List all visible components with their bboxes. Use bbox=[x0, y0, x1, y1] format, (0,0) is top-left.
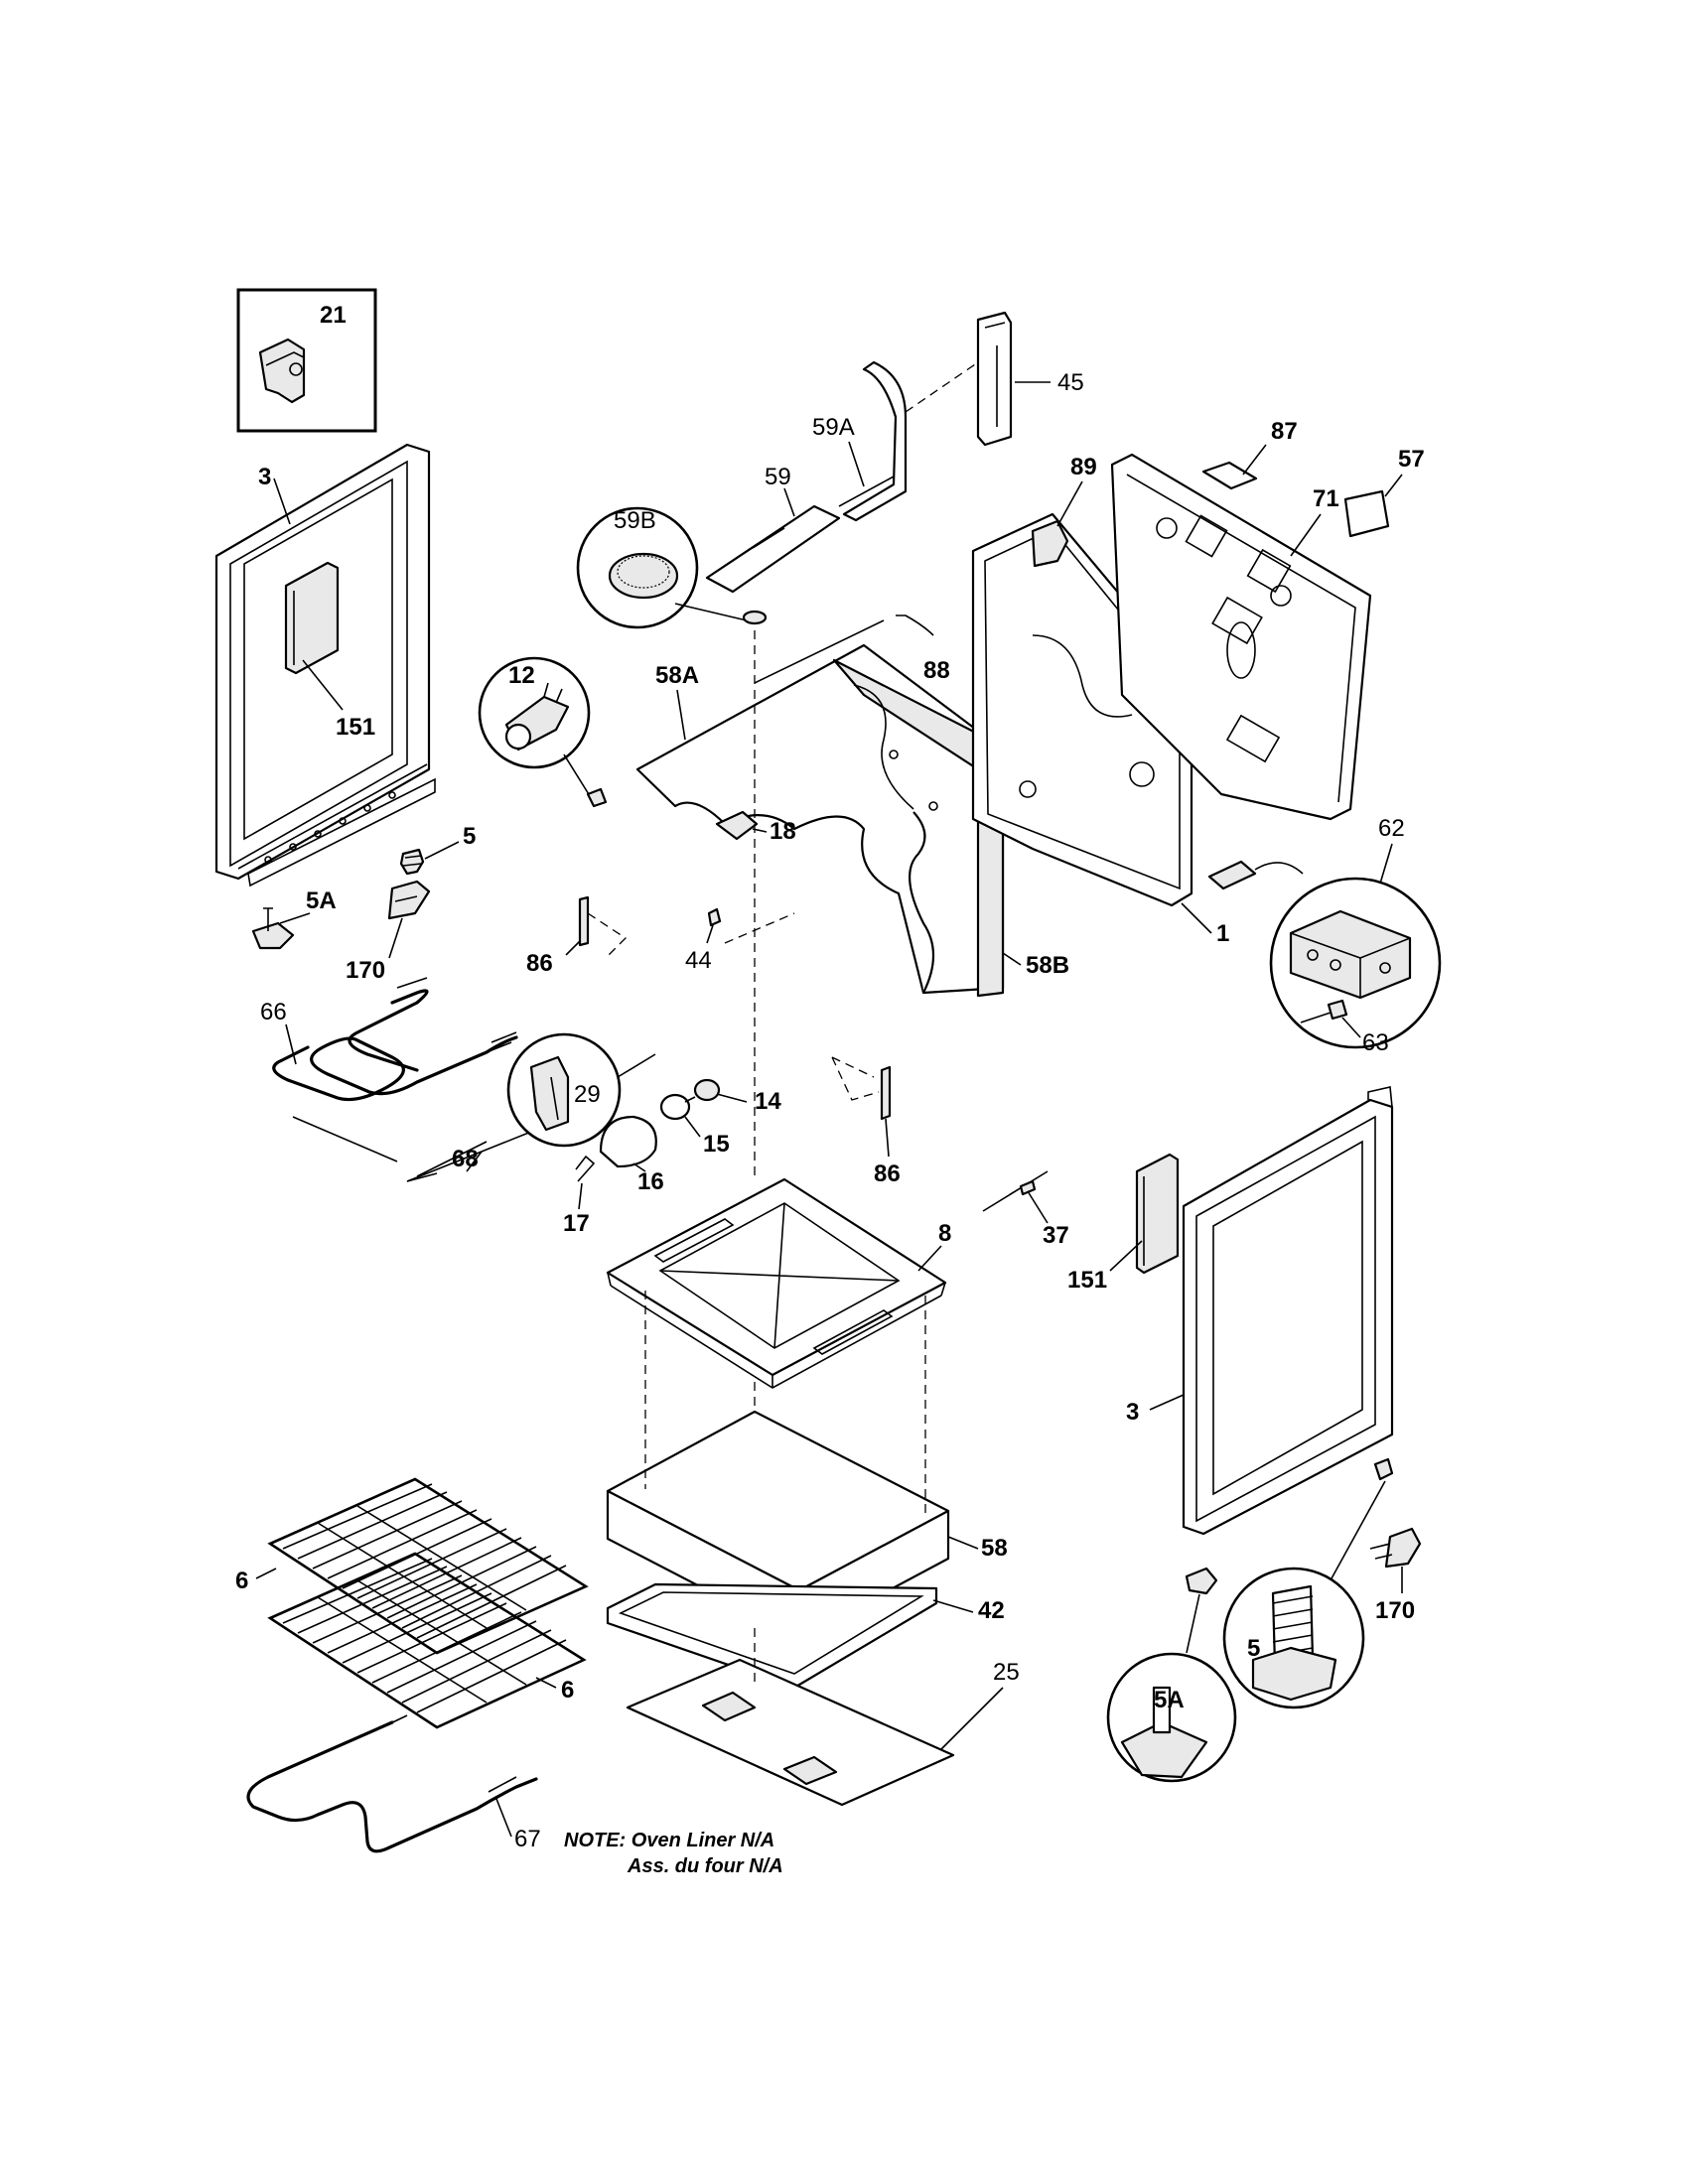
label-16: 16 bbox=[637, 1168, 664, 1195]
label-5-left: 5 bbox=[463, 823, 476, 850]
part-3-right-side-panel: 3 bbox=[1126, 1086, 1394, 1536]
part-6-oven-rack-lower: 6 bbox=[267, 1552, 587, 1729]
part-86-bracket-left: 86 bbox=[526, 895, 628, 977]
part-59-duct: 59 bbox=[705, 464, 841, 594]
label-45: 45 bbox=[1057, 369, 1084, 396]
label-6-upper: 6 bbox=[235, 1568, 248, 1594]
label-151-left: 151 bbox=[336, 714, 375, 741]
part-12-thermostat-inset: 12 bbox=[478, 656, 608, 808]
label-18: 18 bbox=[770, 818, 796, 845]
stack-alignment-lines bbox=[644, 630, 926, 1688]
part-18-clip: 18 bbox=[715, 810, 796, 845]
label-37: 37 bbox=[1043, 1222, 1069, 1249]
label-5a-left: 5A bbox=[306, 887, 337, 914]
label-58a: 58A bbox=[655, 662, 699, 689]
label-59: 59 bbox=[765, 464, 791, 490]
part-59b-vent-inset: 59B bbox=[576, 506, 768, 629]
label-6-lower: 6 bbox=[561, 1677, 574, 1704]
oven-liner-note: NOTE: Oven Liner N/A Ass. du four N/A bbox=[564, 1830, 783, 1877]
label-170-right: 170 bbox=[1375, 1597, 1415, 1624]
part-87-plate: 87 bbox=[1201, 418, 1298, 490]
part-57-cover: 57 bbox=[1343, 446, 1425, 538]
part-45-duct-box: 45 bbox=[905, 311, 1084, 447]
label-25: 25 bbox=[993, 1659, 1020, 1686]
label-42: 42 bbox=[978, 1597, 1005, 1624]
label-67: 67 bbox=[514, 1826, 541, 1852]
label-71: 71 bbox=[1313, 485, 1339, 512]
label-59b: 59B bbox=[614, 507, 656, 534]
label-63: 63 bbox=[1362, 1029, 1389, 1056]
part-5-leveler-left: 5 bbox=[399, 823, 476, 876]
label-66: 66 bbox=[260, 999, 287, 1025]
label-86-left: 86 bbox=[526, 950, 553, 977]
label-3-right: 3 bbox=[1126, 1399, 1139, 1426]
part-5-leveler-right: 5 bbox=[1222, 1457, 1394, 1709]
note-line-2: Ass. du four N/A bbox=[627, 1855, 783, 1877]
label-3-left: 3 bbox=[258, 464, 271, 490]
label-17: 17 bbox=[563, 1210, 590, 1237]
label-59a: 59A bbox=[812, 414, 855, 441]
label-14: 14 bbox=[755, 1088, 781, 1115]
part-89-bracket: 89 bbox=[1031, 454, 1097, 568]
label-86-right: 86 bbox=[874, 1160, 901, 1187]
part-42-oven-bottom-tray: 42 bbox=[606, 1582, 1005, 1690]
label-151-right: 151 bbox=[1067, 1267, 1107, 1294]
part-37-sensor: 37 bbox=[982, 1170, 1069, 1249]
part-88-wire: 88 bbox=[754, 614, 950, 684]
part-5a-leveler-base-left: 5A bbox=[251, 887, 337, 950]
part-1-inner-back-panel: 1 bbox=[971, 512, 1229, 947]
part-59a-duct-elbow: 59A bbox=[812, 360, 908, 522]
part-67-bake-element: 67 bbox=[246, 1714, 541, 1853]
part-21-inset: 21 bbox=[236, 288, 377, 433]
part-86-bracket-right: 86 bbox=[831, 1056, 901, 1187]
label-21: 21 bbox=[320, 302, 347, 329]
label-58: 58 bbox=[981, 1535, 1008, 1562]
part-3-left-side-panel: 3 bbox=[214, 443, 436, 887]
label-62: 62 bbox=[1378, 815, 1405, 842]
part-25-oven-bottom-panel: 25 bbox=[626, 1658, 1020, 1807]
label-57: 57 bbox=[1398, 446, 1425, 473]
label-44: 44 bbox=[685, 947, 712, 974]
part-170-bracket-right: 170 bbox=[1369, 1527, 1422, 1624]
label-15: 15 bbox=[703, 1131, 730, 1158]
part-16-lamp-cover: 16 bbox=[599, 1115, 664, 1195]
note-line-1: NOTE: Oven Liner N/A bbox=[564, 1830, 774, 1851]
label-29: 29 bbox=[574, 1081, 601, 1108]
label-170-left: 170 bbox=[346, 957, 385, 984]
label-89: 89 bbox=[1070, 454, 1097, 480]
part-151-left-bracket: 151 bbox=[284, 561, 375, 741]
part-5a-leveler-base-right: 5A bbox=[1106, 1567, 1237, 1783]
label-12: 12 bbox=[508, 662, 535, 689]
part-71-back-panel: 71 bbox=[1110, 453, 1372, 821]
part-62-terminal-block-inset: 62 63 bbox=[1207, 815, 1442, 1056]
label-5-right: 5 bbox=[1247, 1635, 1260, 1662]
label-68: 68 bbox=[452, 1146, 479, 1172]
part-29-switch-inset: 29 bbox=[506, 1032, 656, 1148]
label-58b: 58B bbox=[1026, 952, 1069, 979]
part-14-lamp-socket: 14 bbox=[693, 1078, 781, 1115]
part-8-top-insulation-panel: 8 bbox=[606, 1177, 951, 1389]
label-1: 1 bbox=[1216, 920, 1229, 947]
label-8: 8 bbox=[938, 1220, 951, 1247]
label-5a-right: 5A bbox=[1154, 1687, 1185, 1713]
label-88: 88 bbox=[923, 657, 950, 684]
part-151-right-bracket: 151 bbox=[1067, 1153, 1180, 1294]
label-87: 87 bbox=[1271, 418, 1298, 445]
part-15-lamp-bulb: 15 bbox=[659, 1093, 730, 1158]
part-44-clip: 44 bbox=[685, 907, 722, 974]
part-170-bracket-left: 170 bbox=[346, 880, 431, 984]
part-58-front-insulation: 58A 58B bbox=[635, 643, 1069, 998]
part-17-clip: 17 bbox=[563, 1155, 596, 1237]
